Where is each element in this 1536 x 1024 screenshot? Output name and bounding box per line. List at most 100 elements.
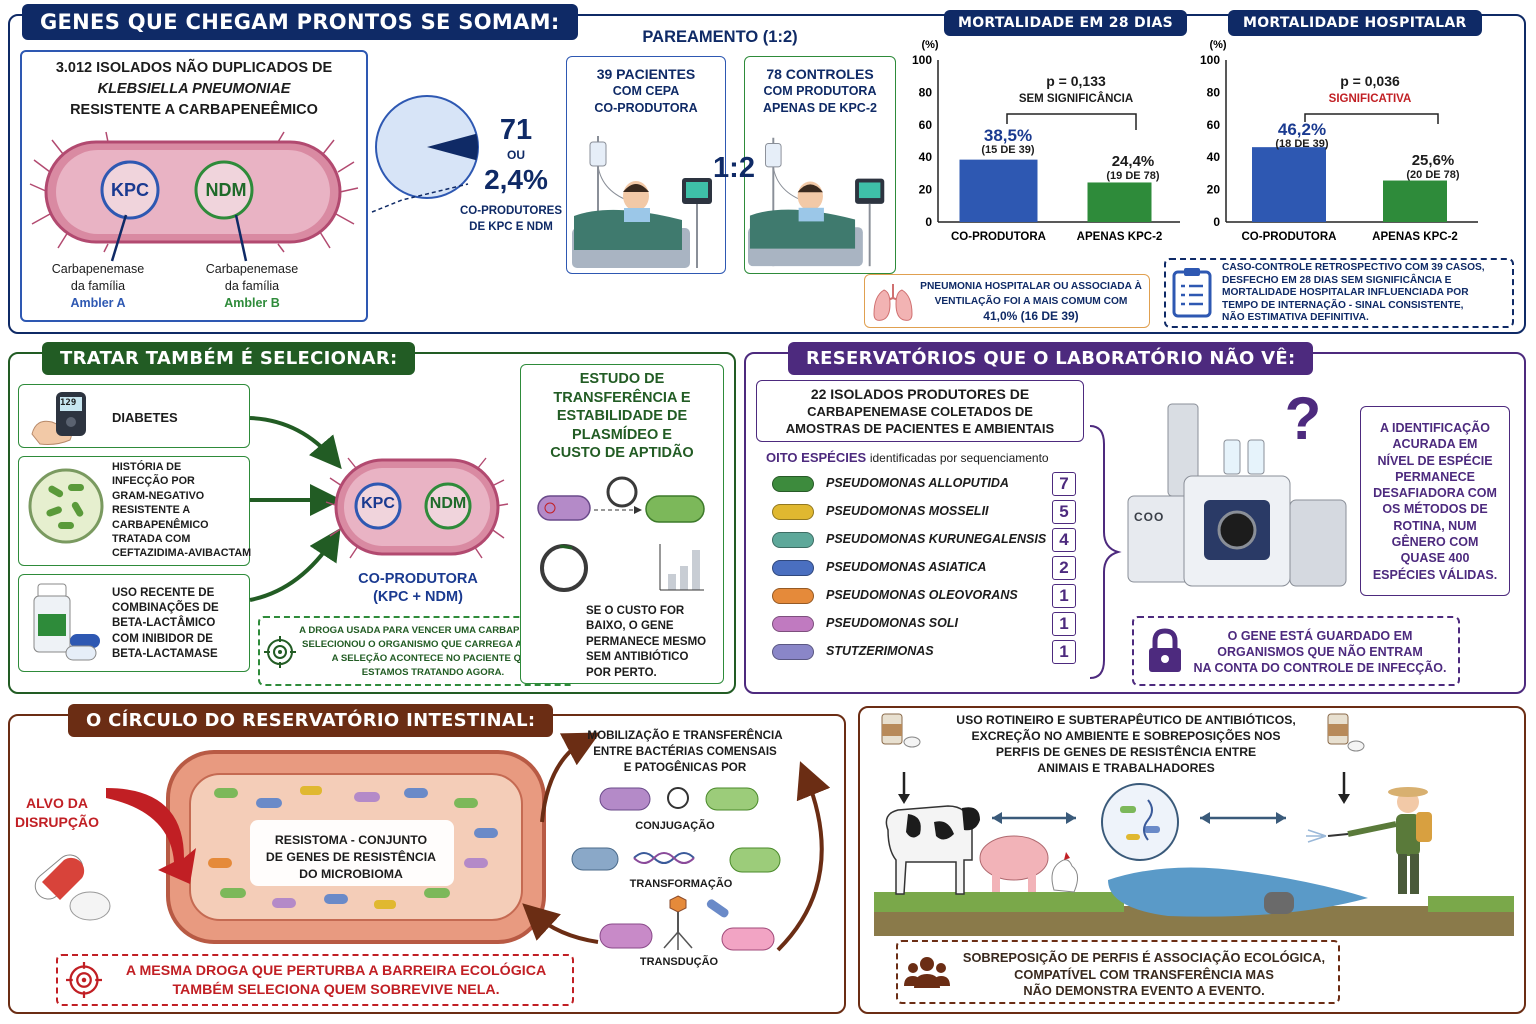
isolates-species: KLEBSIELLA PNEUMONIAE — [97, 81, 291, 97]
lock-icon — [1149, 628, 1181, 672]
species-count: 7 — [1052, 472, 1076, 496]
bacterium-pill-icon — [772, 616, 814, 632]
charthosp-bar2-label: 25,6% (20 DE 78) — [1388, 153, 1478, 183]
resistome-line3: DO MICROBIOMA — [299, 867, 403, 881]
cost-line5: POR PERTO. — [586, 666, 657, 679]
plasmid-study-title: ESTUDO DE TRANSFERÊNCIA E ESTABILIDADE D… — [524, 370, 720, 463]
ndm-gene-label: NDM — [205, 180, 247, 200]
bacterium-pill-icon — [772, 476, 814, 492]
cost-line1: SE O CUSTO FOR — [586, 605, 685, 617]
drug-note-line3: A SELEÇÃO ACONTECE NO PACIENTE QUE — [331, 653, 535, 664]
ndm-label-line2: da família — [224, 279, 280, 293]
charthosp-s1: (18 DE 39) — [1275, 138, 1329, 150]
conjugation-label: CONJUGAÇÃO — [635, 820, 715, 832]
bar-kpc2-only — [1383, 180, 1447, 222]
pie-label: CO-PRODUTORES DE KPC E NDM — [452, 203, 570, 235]
eco-top-line4: ANIMAIS E TRABALHADORES — [1037, 761, 1215, 775]
cost-line2: BAIXO, O GENE — [586, 620, 674, 633]
chart28-title: MORTALIDADE EM 28 DIAS — [944, 10, 1188, 36]
pairing-ratio: 1:2 — [713, 152, 755, 184]
study-line3: ESTABILIDADE DE — [556, 408, 688, 424]
identification-box — [1360, 406, 1510, 596]
x-tick-label: APENAS KPC-2 — [1077, 231, 1163, 243]
medicine-bottle-icon — [33, 583, 100, 661]
chart28-sig: SEM SIGNIFICÂNCIA — [1018, 93, 1134, 105]
species-name: PSEUDOMONAS ASIATICA — [826, 560, 987, 574]
plasmid-study-box — [520, 364, 724, 684]
eco-note-line1: SOBREPOSIÇÃO DE PERFIS É ASSOCIAÇÃO ECOL… — [962, 950, 1326, 965]
cost-line3: PERMANECE MESMO — [586, 635, 707, 648]
charthosp-bar1-label: 46,2% (18 DE 39) — [1256, 120, 1348, 152]
species-name: PSEUDOMONAS MOSSELII — [826, 504, 989, 518]
significance-brackets — [1006, 113, 1439, 130]
bacterium-pill-icon — [772, 644, 814, 660]
drug-note-line1: A DROGA USADA PARA VENCER UMA CARBAPENEM… — [299, 625, 567, 636]
ident-line6: OS MÉTODOS DE — [1382, 502, 1488, 517]
coproducer-bacterium-illustration — [325, 457, 509, 559]
lock-note-line1: O GENE ESTÁ GUARDADO EM — [1227, 629, 1413, 643]
kpc-label-line1: Carbapenemase — [51, 262, 145, 276]
controls-line2: COM PRODUTORA — [763, 84, 877, 98]
y-tick-label: 60 — [919, 118, 933, 132]
cases-text: 39 PACIENTES COM CEPA CO-PRODUTORA — [568, 66, 724, 117]
ident-line3: NÍVEL DE ESPÉCIE — [1377, 453, 1493, 468]
study-line5: CUSTO DE APTIDÃO — [550, 445, 694, 461]
recent-line2: COMBINAÇÕES DE — [112, 602, 219, 615]
drug-note-line2: SELECIONOU O ORGANISMO QUE CARREGA A OUT… — [302, 639, 564, 650]
reservoir-title: RESERVATÓRIOS QUE O LABORATÓRIO NÃO VÊ: — [788, 342, 1314, 375]
coproducer-ndm-label: NDM — [429, 495, 467, 512]
select-title: TRATAR TAMBÉM É SELECIONAR: — [42, 342, 416, 375]
pie-count: 71 — [499, 114, 533, 146]
mobilization-cycle-arrows — [522, 732, 831, 952]
history-line4: RESISTENTE A — [112, 504, 191, 517]
ident-line9: QUASE 400 — [1400, 551, 1470, 566]
bar-coproducer — [959, 159, 1038, 222]
question-mark: ? — [1284, 385, 1322, 452]
ident-line10: ESPÉCIES VÁLIDAS. — [1372, 567, 1498, 582]
charthosp-p: p = 0,036 SIGNIFICATIVA — [1290, 72, 1450, 108]
kpc-family-label: Carbapenemase da família Ambler A — [40, 261, 156, 312]
one-health-scene-illustration — [874, 713, 1514, 936]
recent-line5: BETA-LACTAMASE — [112, 647, 218, 660]
eco-note-text: SOBREPOSIÇÃO DE PERFIS É ASSOCIAÇÃO ECOL… — [952, 950, 1336, 1000]
y-tick-label: 80 — [919, 85, 933, 99]
species-count: 4 — [1052, 528, 1076, 552]
x-tick-label: CO-PRODUTORA — [951, 231, 1046, 243]
history-line5: CARBAPENÊMICO — [112, 518, 209, 531]
coproducer-pie-chart — [375, 95, 479, 199]
gut-drug-note-text: A MESMA DROGA QUE PERTURBA A BARREIRA EC… — [106, 962, 566, 1000]
species-count: 1 — [1052, 584, 1076, 608]
pneumonia-line2: VENTILAÇÃO FOI A MAIS COMUM COM — [934, 296, 1128, 307]
chart28-bar2-label: 24,4% (19 DE 78) — [1088, 154, 1178, 184]
sequencer-machine-illustration — [1127, 403, 1347, 587]
gut-illustration — [34, 750, 546, 944]
ndm-label-line1: Carbapenemase — [205, 262, 299, 276]
top-title: GENES QUE CHEGAM PRONTOS SE SOMAM: — [22, 4, 578, 40]
x-tick-label: APENAS KPC-2 — [1372, 231, 1458, 243]
species-count: 1 — [1052, 640, 1076, 664]
charthosp-s2: (20 DE 78) — [1406, 169, 1460, 181]
pie-or: OU — [507, 148, 525, 162]
study-line2: TRANSFERÊNCIA E — [553, 389, 691, 406]
study-note-line2: DESFECHO EM 28 DIAS SEM SIGNIFICÂNCIA E — [1222, 274, 1452, 286]
species-header: OITO ESPÉCIES identificadas por sequenci… — [766, 450, 1049, 465]
recent-line1: USO RECENTE DE — [112, 587, 215, 599]
recent-line4: COM INIBIDOR DE — [112, 632, 213, 645]
transduction-label: TRANSDUÇÃO — [639, 956, 719, 968]
drug-note-text: A DROGA USADA PARA VENCER UMA CARBAPENEM… — [298, 624, 568, 680]
coproducer-line2: (KPC + NDM) — [373, 589, 463, 605]
eco-note-line2: COMPATÍVEL COM TRANSFERÊNCIA MAS — [1014, 966, 1274, 982]
study-note-box — [1164, 258, 1514, 328]
people-group-icon — [904, 957, 950, 988]
gut-drug-line2: TAMBÉM SELECIONA QUEM SOBREVIVE NELA. — [172, 982, 500, 998]
charthosp-v1: 46,2% — [1277, 120, 1327, 139]
history-line2: INFECÇÃO POR — [112, 475, 195, 488]
gut-drug-line1: A MESMA DROGA QUE PERTURBA A BARREIRA EC… — [125, 963, 547, 979]
y-tick-label: 80 — [1207, 85, 1221, 99]
charthosp-pvalue: p = 0,036 — [1340, 73, 1400, 89]
